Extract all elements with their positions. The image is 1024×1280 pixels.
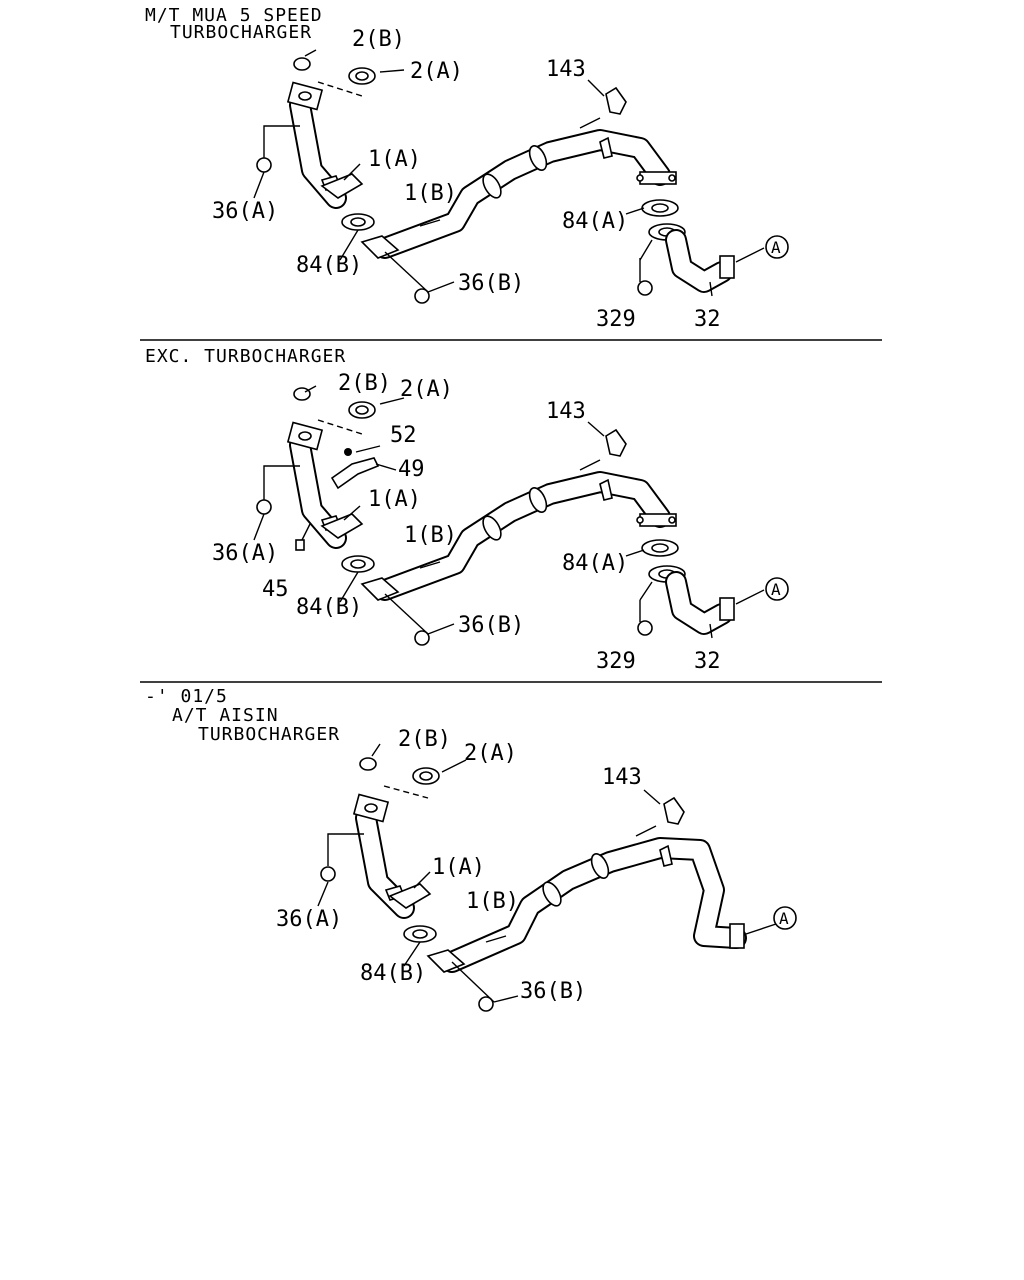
label-84a: 84(A) [562, 551, 628, 576]
sensor-drawing [579, 428, 627, 471]
gaskets-lower [403, 925, 437, 943]
front-pipe-drawing [286, 421, 364, 549]
gaskets-lower [341, 539, 686, 583]
section-header-line: EXC. TURBOCHARGER [145, 346, 346, 367]
label-84a: 84(A) [562, 209, 628, 234]
sensor-drawing [579, 86, 627, 129]
main-pipe-drawing [360, 471, 677, 601]
label-1b: 1(B) [466, 889, 519, 914]
label-2b: 2(B) [398, 727, 451, 752]
label-1b: 1(B) [404, 181, 457, 206]
gaskets-upper [293, 387, 376, 435]
label-1a: 1(A) [368, 147, 421, 172]
section-header-line: TURBOCHARGER [198, 724, 340, 745]
label-2a: 2(A) [400, 377, 453, 402]
label-2a: 2(A) [464, 741, 517, 766]
nuts [320, 866, 494, 1012]
label-1a: 1(A) [368, 487, 421, 512]
label-36b: 36(B) [520, 979, 586, 1004]
label-143: 143 [546, 57, 586, 82]
label-32: 32 [694, 649, 721, 674]
section-header-line: A/T AISIN [172, 705, 279, 726]
gaskets-upper [293, 57, 376, 97]
leader-lines [317, 743, 777, 1003]
reference-letter: A [779, 909, 789, 928]
label-49: 49 [398, 457, 425, 482]
front-pipe-drawing [352, 793, 432, 919]
reference-circle [765, 235, 789, 259]
label-84b: 84(B) [296, 595, 362, 620]
gaskets-upper [359, 757, 440, 799]
section-header-line: -' 01/5 [145, 686, 228, 707]
label-1a: 1(A) [432, 855, 485, 880]
label-32: 32 [694, 307, 721, 332]
label-84b: 84(B) [360, 961, 426, 986]
label-2b: 2(B) [352, 27, 405, 52]
reference-circle [765, 577, 789, 601]
label-143: 143 [546, 399, 586, 424]
label-36b: 36(B) [458, 271, 524, 296]
leader-lines [253, 49, 765, 297]
front-pipe-drawing [286, 81, 364, 209]
main-pipe-drawing [426, 837, 747, 973]
section-header-line: TURBOCHARGER [170, 22, 312, 43]
label-329: 329 [596, 649, 636, 674]
label-36a: 36(A) [212, 199, 278, 224]
reference-letter: A [771, 238, 781, 257]
label-84b: 84(B) [296, 253, 362, 278]
label-36a: 36(A) [276, 907, 342, 932]
reference-letter: A [771, 580, 781, 599]
label-36b: 36(B) [458, 613, 524, 638]
section-at-aisin-turbocharger: -' 01/5 A/T AISIN TURBOCHARGER [145, 686, 797, 1012]
label-36a: 36(A) [212, 541, 278, 566]
label-2a: 2(A) [410, 59, 463, 84]
leader-lines [253, 385, 765, 639]
tail-pipe-drawing [665, 571, 735, 635]
label-1b: 1(B) [404, 523, 457, 548]
label-52: 52 [390, 423, 417, 448]
section-header-line: M/T MUA 5 SPEED [145, 5, 323, 26]
section-exc-turbocharger: EXC. TURBOCHARGER [145, 346, 789, 674]
label-45: 45 [262, 577, 289, 602]
bracket-drawing [295, 448, 380, 551]
reference-circle [773, 906, 797, 930]
sensor-drawing [635, 796, 685, 837]
label-2b: 2(B) [338, 371, 391, 396]
label-329: 329 [596, 307, 636, 332]
tail-pipe-drawing [665, 229, 735, 293]
section-mt-mua-turbocharger: M/T MUA 5 SPEED TURBOCHARGER [145, 5, 789, 332]
label-143: 143 [602, 765, 642, 790]
nuts [256, 499, 653, 646]
main-pipe-drawing [360, 129, 677, 259]
